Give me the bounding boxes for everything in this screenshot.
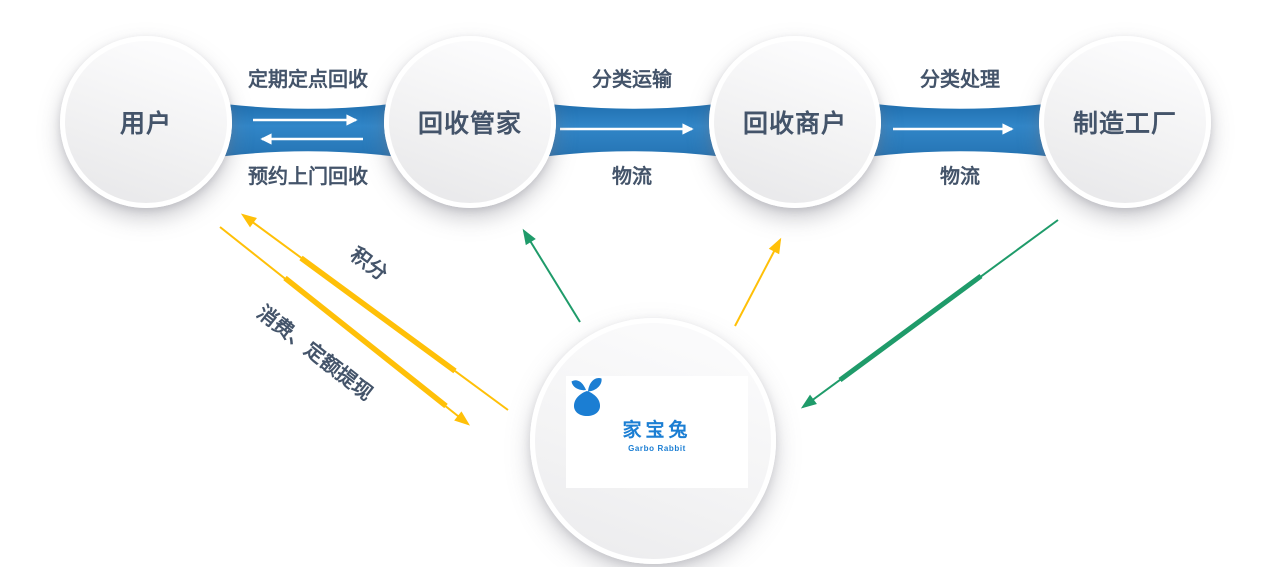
connector3-bottom-label: 物流 <box>940 166 980 188</box>
platform-subtitle: Garbo Rabbit <box>628 443 686 453</box>
platform-name: 家宝兔 <box>622 419 692 441</box>
node-circle-factory: 制造工厂 <box>1039 36 1211 208</box>
node-label-user: 用户 <box>119 110 172 138</box>
node-label-recycle-butler: 回收管家 <box>417 110 522 138</box>
connector2-top-label: 分类运输 <box>592 69 672 91</box>
connector1-bottom-label: 预约上门回收 <box>248 166 368 188</box>
node-label-factory: 制造工厂 <box>1072 110 1177 138</box>
flow-arrow-consume <box>219 226 471 426</box>
connector1-top-label: 定期定点回收 <box>248 69 368 91</box>
flow-arrow-points <box>240 213 509 411</box>
node-circle-user: 用户 <box>60 36 232 208</box>
flow-arrow-platform-butler <box>522 228 581 323</box>
flow-arrow-factory-platform <box>800 219 1059 409</box>
node-label-recycle-merchant: 回收商户 <box>742 110 847 138</box>
connector3-top-label: 分类处理 <box>920 69 1000 91</box>
node-circle-recycle-butler: 回收管家 <box>384 36 556 208</box>
connector2-bottom-label: 物流 <box>612 166 652 188</box>
node-circle-platform: 家宝兔 Garbo Rabbit <box>530 318 776 564</box>
node-circle-recycle-merchant: 回收商户 <box>709 36 881 208</box>
flow-arrow-platform-merchant <box>734 237 782 327</box>
garbo-rabbit-sprout-icon <box>571 378 602 416</box>
platform-logo-card: 家宝兔 Garbo Rabbit <box>566 376 748 488</box>
